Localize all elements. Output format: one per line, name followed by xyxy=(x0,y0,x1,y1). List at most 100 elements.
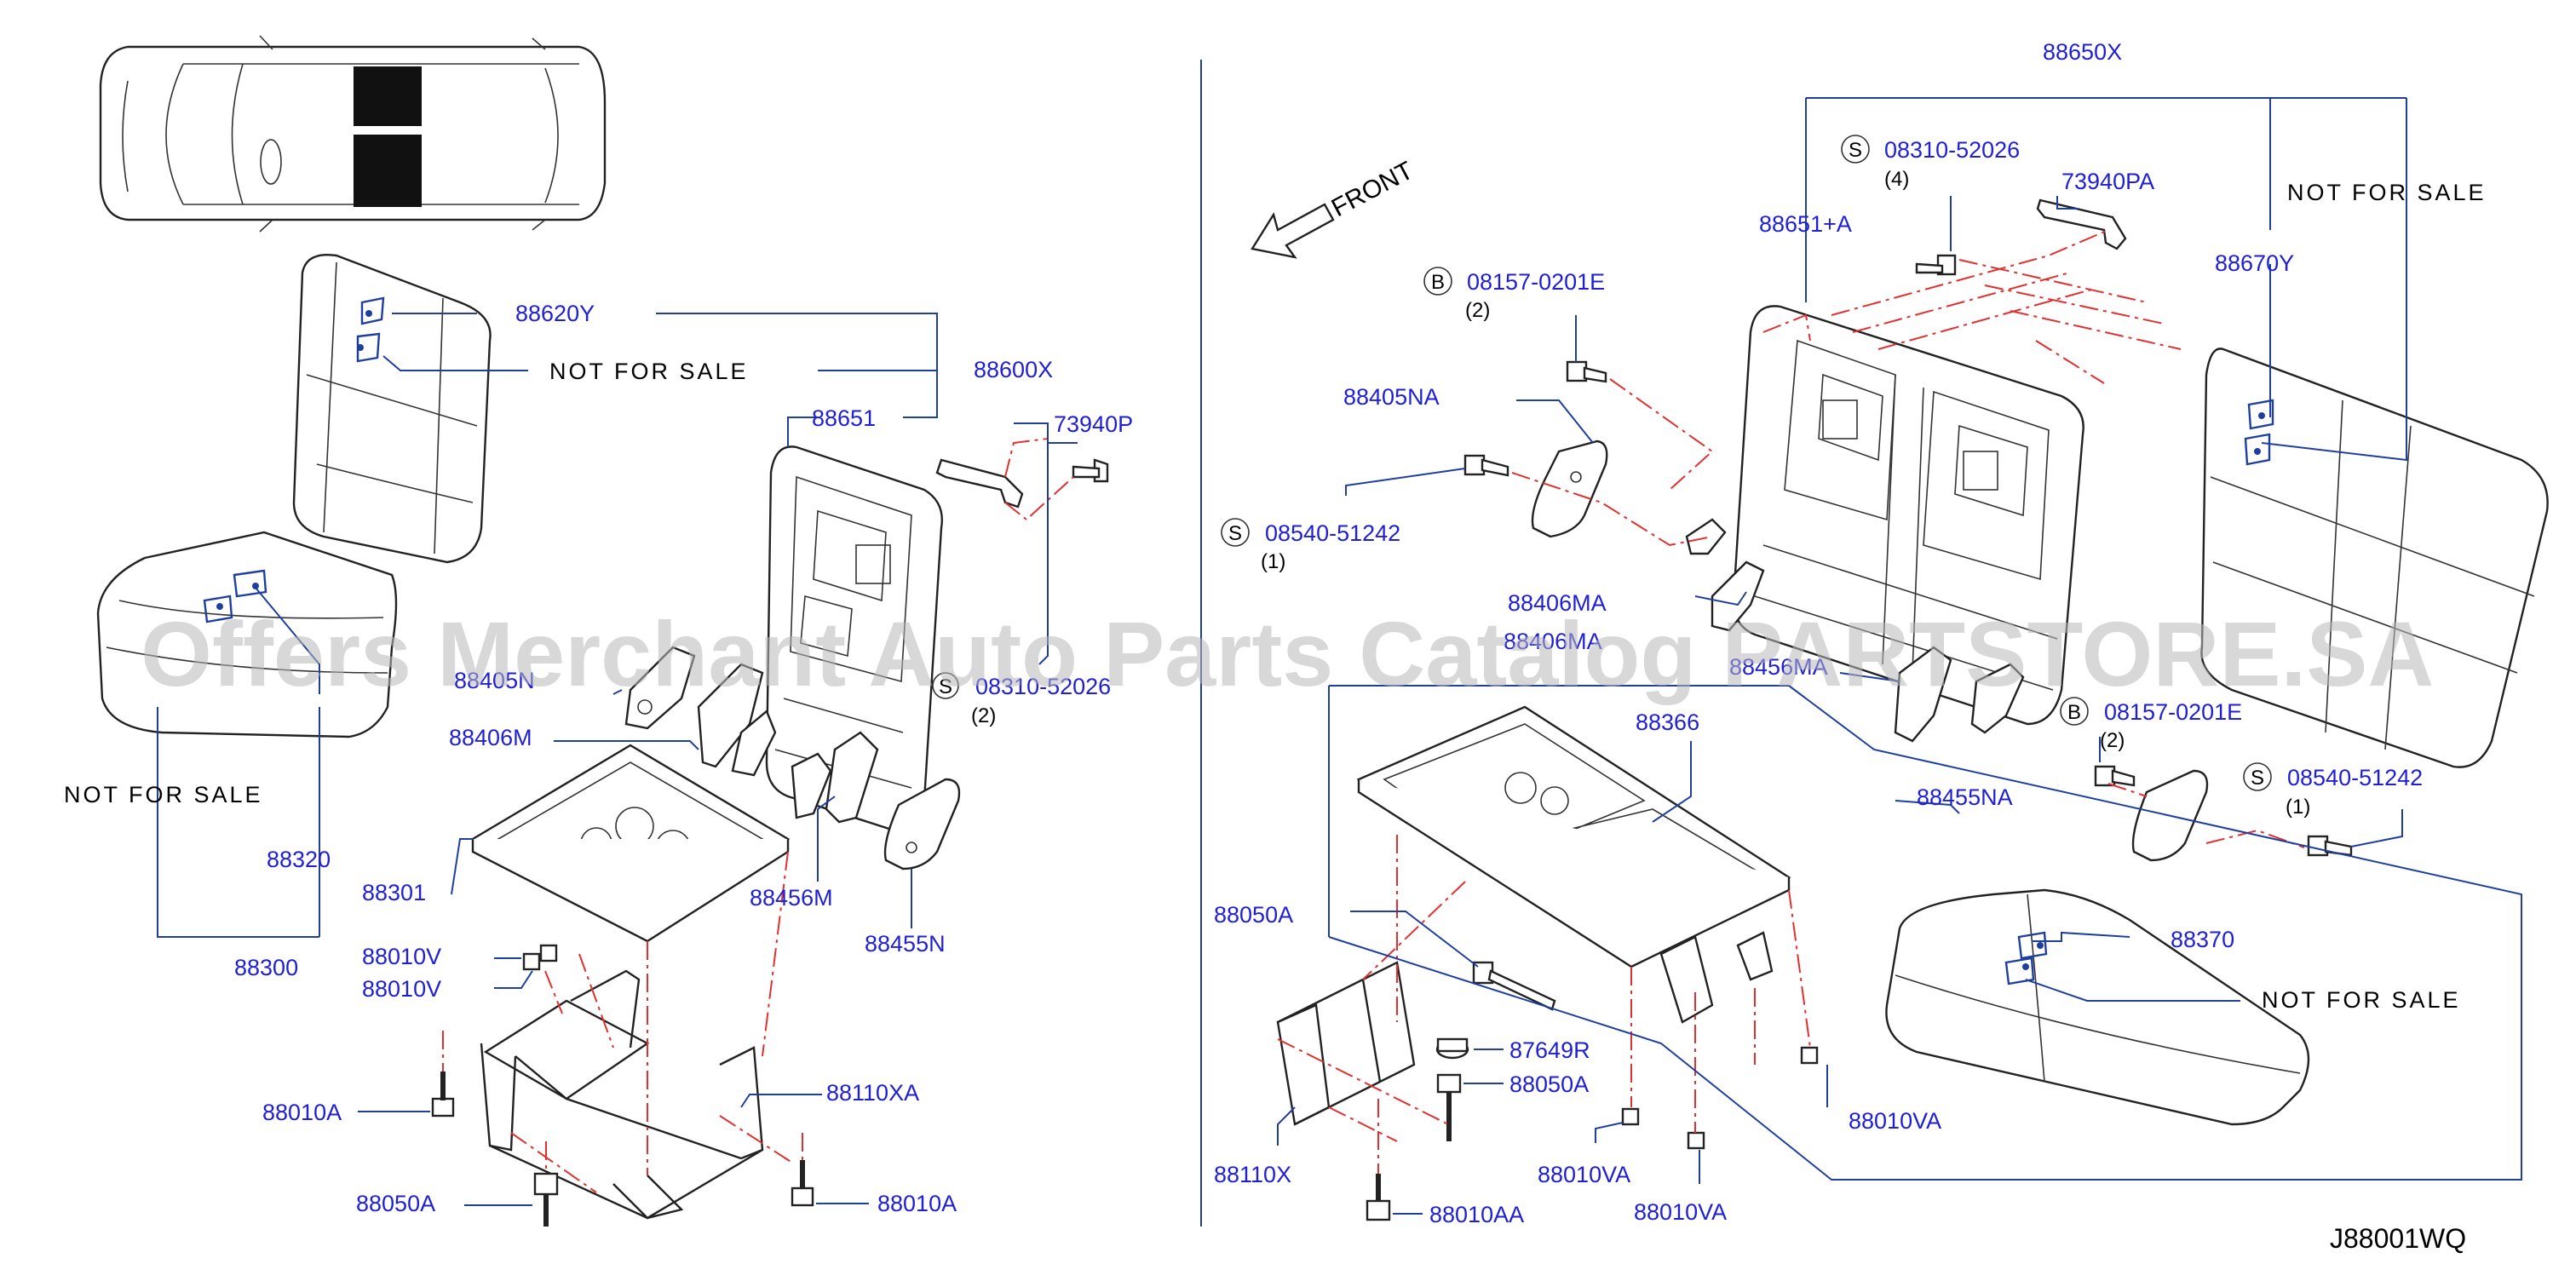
s-mark-top: S xyxy=(1849,139,1862,162)
bolt-08157-bottom-icon xyxy=(2094,765,2136,787)
s-symbol-right xyxy=(2243,762,2272,791)
label-08157-0201E-bottom: 08157-0201E xyxy=(2104,699,2242,725)
label-08310-52026-left: 08310-52026 xyxy=(975,674,1111,699)
s-symbol-left xyxy=(932,672,959,699)
label-73940P: 73940P xyxy=(1054,411,1133,437)
label-88405NA: 88405NA xyxy=(1343,384,1440,410)
hinge-bracket-88406MA-icon xyxy=(1685,518,1765,632)
label-88456M: 88456M xyxy=(750,885,833,911)
label-qty-2-b-bottom: (2) xyxy=(2100,729,2125,752)
label-88110X: 88110X xyxy=(1214,1162,1291,1187)
bolt-88010AA-icon xyxy=(1366,1174,1391,1221)
seat-leg-frame-88110X-icon xyxy=(1276,931,1774,1126)
hinge-bracket-88456M-icon xyxy=(791,731,879,824)
labels-left: 88620Y NOT FOR SALE 88600X 88651 73940P … xyxy=(64,301,1133,1216)
label-not-for-sale-4: NOT FOR SALE xyxy=(2262,987,2461,1013)
bolt-88050A-left-icon xyxy=(533,1172,559,1227)
label-88050A-right-2: 88050A xyxy=(1509,1072,1589,1097)
bolt-88010A-right-icon xyxy=(791,1160,814,1207)
label-08310-52026-right: 08310-52026 xyxy=(1884,137,2020,163)
s-symbol-top xyxy=(1841,135,1870,164)
label-08540-51242-left: 08540-51242 xyxy=(1265,520,1400,546)
s-mark-left-right-panel: S xyxy=(1228,522,1242,545)
seat-cushion-trim-icon xyxy=(96,531,398,738)
label-88455N: 88455N xyxy=(865,931,946,957)
label-88651: 88651 xyxy=(812,405,876,431)
hinge-cover-88405NA-icon xyxy=(1531,440,1608,538)
label-08157-0201E-top: 08157-0201E xyxy=(1467,269,1605,295)
label-88110XA: 88110XA xyxy=(826,1080,919,1106)
bolt-08540-left-icon xyxy=(1463,454,1509,477)
label-qty-4: (4) xyxy=(1884,168,1909,191)
s-symbol-left-right-panel xyxy=(1221,518,1250,547)
label-qty-1-right: (1) xyxy=(2286,796,2310,819)
label-88455NA: 88455NA xyxy=(1917,784,2013,810)
clip-88010V-icon xyxy=(522,944,558,971)
vehicle-top-view-icon xyxy=(99,35,607,233)
label-front: FRONT xyxy=(1327,157,1418,223)
label-88010V-2: 88010V xyxy=(362,976,441,1002)
label-88050A-left: 88050A xyxy=(356,1191,435,1216)
label-73940PA: 73940PA xyxy=(2061,169,2154,194)
b-symbol-bottom xyxy=(2060,697,2089,726)
hinge-bracket-88456MA-icon xyxy=(1894,646,2025,743)
labels-right: 88650X S 08310-52026 (4) 73940PA NOT FOR… xyxy=(1214,39,2487,1254)
s-mark-left: S xyxy=(939,675,952,698)
s-mark-right: S xyxy=(2251,767,2264,790)
label-88651A: 88651+A xyxy=(1759,211,1852,237)
label-88050A-right-1: 88050A xyxy=(1214,902,1293,928)
hinge-cover-88455N-icon xyxy=(883,778,961,870)
label-88405N: 88405N xyxy=(454,668,535,693)
label-88370: 88370 xyxy=(2171,927,2234,952)
label-88010VA-1: 88010VA xyxy=(1849,1108,1941,1134)
label-88301: 88301 xyxy=(362,880,426,905)
screw-left-icon xyxy=(1072,458,1109,483)
phantom-lines-left xyxy=(442,438,1074,1193)
handle-73940PA-icon xyxy=(2036,198,2127,250)
label-88406MA: 88406MA xyxy=(1508,590,1607,616)
cushion-frame-right-icon xyxy=(1356,705,1791,968)
label-not-for-sale-3: NOT FOR SALE xyxy=(2287,180,2487,205)
watermark: Offers Merchant Auto Parts Catalog PARTS… xyxy=(141,602,2434,705)
handle-73940P-icon xyxy=(935,458,1024,508)
label-88366: 88366 xyxy=(1636,710,1699,735)
screw-08310-right-icon xyxy=(1915,254,1957,276)
label-88600X: 88600X xyxy=(974,357,1053,382)
label-88670Y: 88670Y xyxy=(2215,250,2294,276)
seat-back-frame-right-icon xyxy=(1732,305,2084,726)
label-qty-2-left: (2) xyxy=(971,704,996,727)
b-mark-top: B xyxy=(1431,271,1445,294)
label-not-for-sale-1: NOT FOR SALE xyxy=(549,359,749,384)
clip-88010VA-icons xyxy=(1621,1046,1819,1150)
leaders-left xyxy=(157,313,1078,1206)
seat-back-trim-right-icon xyxy=(2200,348,2549,768)
bolt-88050A-right2-icon xyxy=(1436,1073,1462,1141)
b-symbol-top xyxy=(1423,267,1452,296)
bolt-08157-top-icon xyxy=(1566,360,1607,383)
hinge-bracket-88405N-icon xyxy=(624,646,696,730)
label-88456MA: 88456MA xyxy=(1729,654,1828,680)
label-qty-2-b-top: (2) xyxy=(1465,299,1490,322)
label-88300: 88300 xyxy=(234,955,298,980)
label-88620Y: 88620Y xyxy=(515,301,595,326)
label-88010A-right: 88010A xyxy=(877,1191,957,1216)
label-87649R: 87649R xyxy=(1509,1037,1590,1063)
bolt-88010A-left-icon xyxy=(431,1072,455,1117)
bolt-08540-right-icon xyxy=(2307,835,2353,857)
label-88406M: 88406M xyxy=(449,725,532,750)
seat-cushion-trim-right-icon xyxy=(1885,888,2310,1126)
leaders-right xyxy=(1277,97,2522,1215)
phantom-lines-right xyxy=(1277,229,2305,1174)
label-88010A-left: 88010A xyxy=(262,1100,342,1125)
seat-leg-frame-88110XA-icon xyxy=(480,969,764,1220)
label-88010AA: 88010AA xyxy=(1429,1202,1524,1227)
diagram-code: J88001WQ xyxy=(2330,1223,2466,1254)
hinge-bracket-88406M-icon xyxy=(697,663,777,777)
label-not-for-sale-2: NOT FOR SALE xyxy=(64,782,263,807)
label-qty-1-left: (1) xyxy=(1261,550,1285,573)
cushion-frame-left-icon xyxy=(470,744,791,943)
label-88320: 88320 xyxy=(267,847,331,872)
label-88010VA-3: 88010VA xyxy=(1634,1199,1727,1225)
